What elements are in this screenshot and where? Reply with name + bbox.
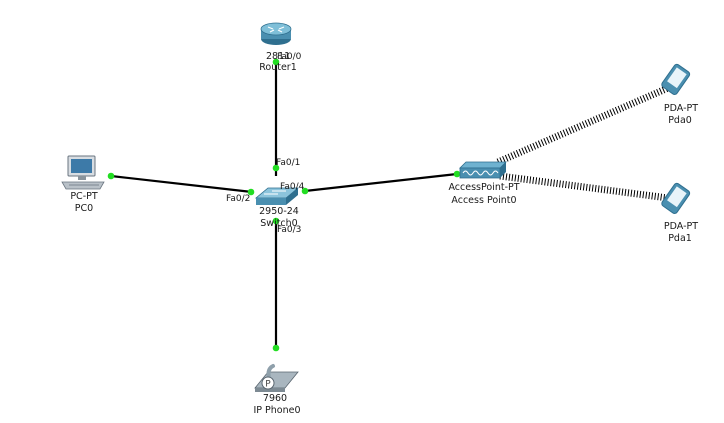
phone-node[interactable]: P 7960 IP Phone0 — [253, 364, 301, 416]
pda0-name-label: Pda0 — [668, 115, 692, 126]
port-label-switch-fa01: Fa0/1 — [276, 158, 300, 168]
router-node[interactable]: 2811 Router1 — [259, 22, 297, 73]
wireless-link-pda0[interactable] — [496, 84, 670, 166]
phone-model-label: 7960 — [263, 393, 287, 404]
link-status-dot — [272, 164, 280, 172]
ip-phone-icon: P — [254, 364, 299, 392]
link-switch-ap[interactable] — [304, 172, 458, 193]
link-status-dot — [272, 344, 280, 352]
link-pc-switch[interactable] — [110, 174, 253, 194]
wireless-link-pda1[interactable] — [499, 172, 669, 202]
port-label-switch-fa03: Fa0/3 — [277, 225, 301, 235]
switch-icon — [254, 187, 300, 205]
ap-name-label: Access Point0 — [451, 195, 516, 206]
pc-name-label: PC0 — [75, 203, 93, 214]
link-status-dots — [107, 58, 461, 352]
router-model-label: 2811 — [266, 51, 290, 62]
pda-icon — [661, 63, 691, 95]
link-status-dot — [453, 170, 461, 178]
access-point-icon — [459, 161, 507, 179]
switch-name-label: Switch0 — [260, 218, 297, 229]
pda0-node[interactable]: PDA-PT Pda0 — [661, 63, 699, 126]
svg-text:P: P — [265, 380, 271, 390]
phone-name-label: IP Phone0 — [253, 405, 300, 416]
switch-model-label: 2950-24 — [259, 206, 299, 217]
pc-node[interactable]: PC-PT PC0 — [61, 155, 105, 214]
link-status-dot — [272, 217, 280, 225]
router-name-label: Router1 — [259, 62, 297, 73]
pda1-name-label: Pda1 — [668, 233, 692, 244]
pda-icon — [661, 182, 691, 214]
port-label-router-fa00: Fa0/0 — [277, 52, 302, 62]
links — [110, 62, 670, 348]
pc-icon — [61, 155, 105, 190]
pda0-model-label: PDA-PT — [664, 103, 698, 114]
link-status-dot — [107, 172, 115, 180]
port-label-switch-fa02: Fa0/2 — [226, 194, 250, 204]
pc-model-label: PC-PT — [70, 191, 98, 202]
link-status-dot — [247, 188, 255, 196]
port-label-switch-fa04: Fa0/4 — [280, 182, 305, 192]
ap-model-label: AccessPoint-PT — [448, 182, 519, 193]
switch-node[interactable]: 2950-24 Switch0 — [254, 187, 300, 229]
router-icon — [260, 22, 292, 45]
link-status-dot — [301, 187, 309, 195]
link-status-dot — [272, 58, 280, 66]
pda1-model-label: PDA-PT — [664, 221, 698, 232]
pda1-node[interactable]: PDA-PT Pda1 — [661, 182, 699, 244]
access-point-node[interactable]: AccessPoint-PT Access Point0 — [448, 161, 520, 206]
